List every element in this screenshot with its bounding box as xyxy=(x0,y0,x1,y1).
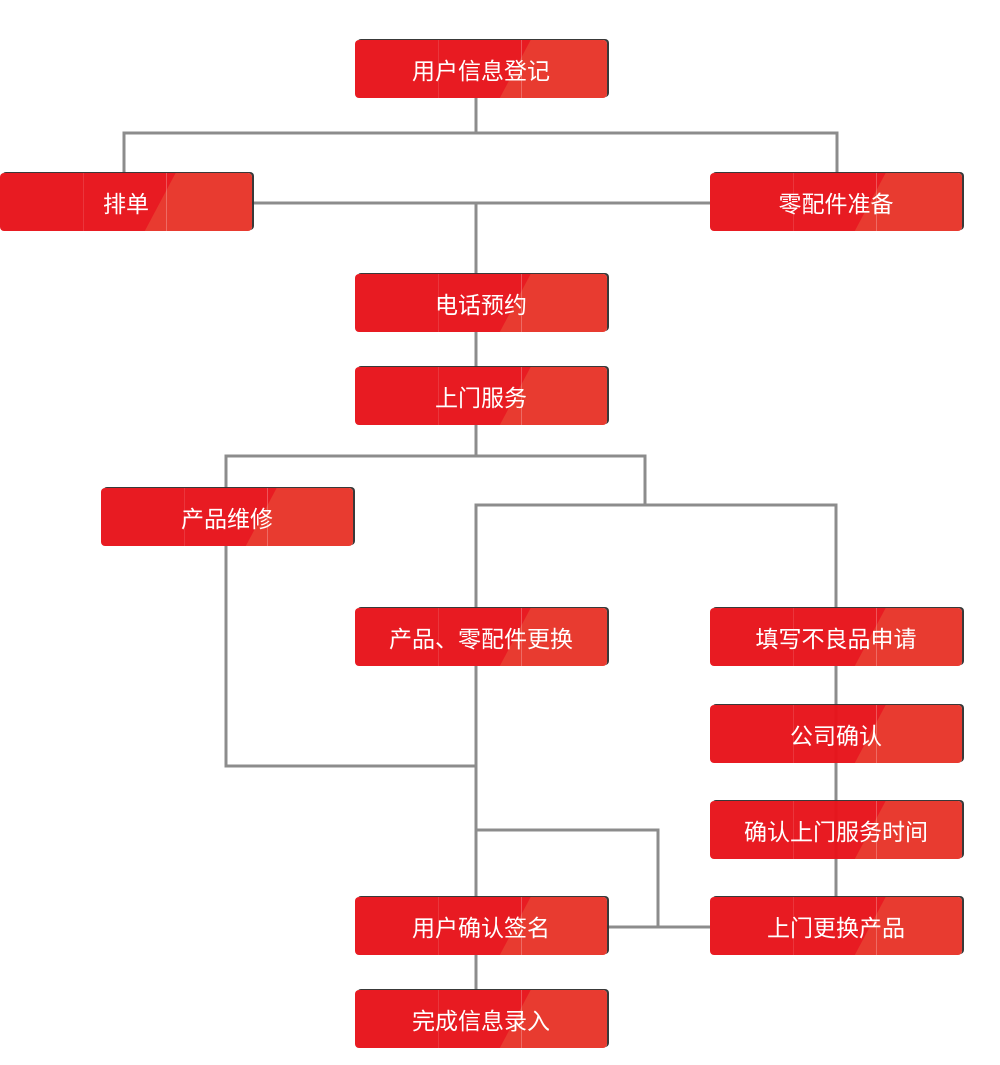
node-onsite-service: 上门服务 xyxy=(355,367,607,425)
node-user-sign: 用户确认签名 xyxy=(355,897,607,955)
node-label: 公司确认 xyxy=(790,724,882,750)
node-label: 用户信息登记 xyxy=(412,59,550,85)
node-label: 产品维修 xyxy=(181,507,273,533)
node-phone-booking: 电话预约 xyxy=(355,274,607,332)
node-label: 填写不良品申请 xyxy=(755,627,917,653)
node-label: 确认上门服务时间 xyxy=(744,820,928,846)
node-replace: 产品、零配件更换 xyxy=(355,608,607,666)
connector xyxy=(476,828,660,927)
node-company-confirm: 公司确认 xyxy=(710,705,962,763)
connector xyxy=(474,503,838,608)
node-label: 用户确认签名 xyxy=(412,916,550,942)
node-parts-prep: 零配件准备 xyxy=(710,173,962,231)
node-defect-form: 填写不良品申请 xyxy=(710,608,962,666)
node-confirm-time: 确认上门服务时间 xyxy=(710,801,962,859)
node-finish-entry: 完成信息录入 xyxy=(355,990,607,1048)
connector xyxy=(122,131,839,173)
node-label: 产品、零配件更换 xyxy=(389,627,573,653)
connector xyxy=(224,546,476,768)
node-label: 零配件准备 xyxy=(778,192,894,218)
node-register: 用户信息登记 xyxy=(355,40,607,98)
node-label: 上门服务 xyxy=(435,386,527,412)
node-label: 上门更换产品 xyxy=(767,916,905,942)
connector xyxy=(224,454,647,505)
node-schedule: 排单 xyxy=(0,173,252,231)
node-repair: 产品维修 xyxy=(101,488,353,546)
node-label: 排单 xyxy=(103,192,149,218)
node-label: 完成信息录入 xyxy=(412,1009,550,1035)
node-label: 电话预约 xyxy=(435,293,527,319)
node-onsite-replace: 上门更换产品 xyxy=(710,897,962,955)
